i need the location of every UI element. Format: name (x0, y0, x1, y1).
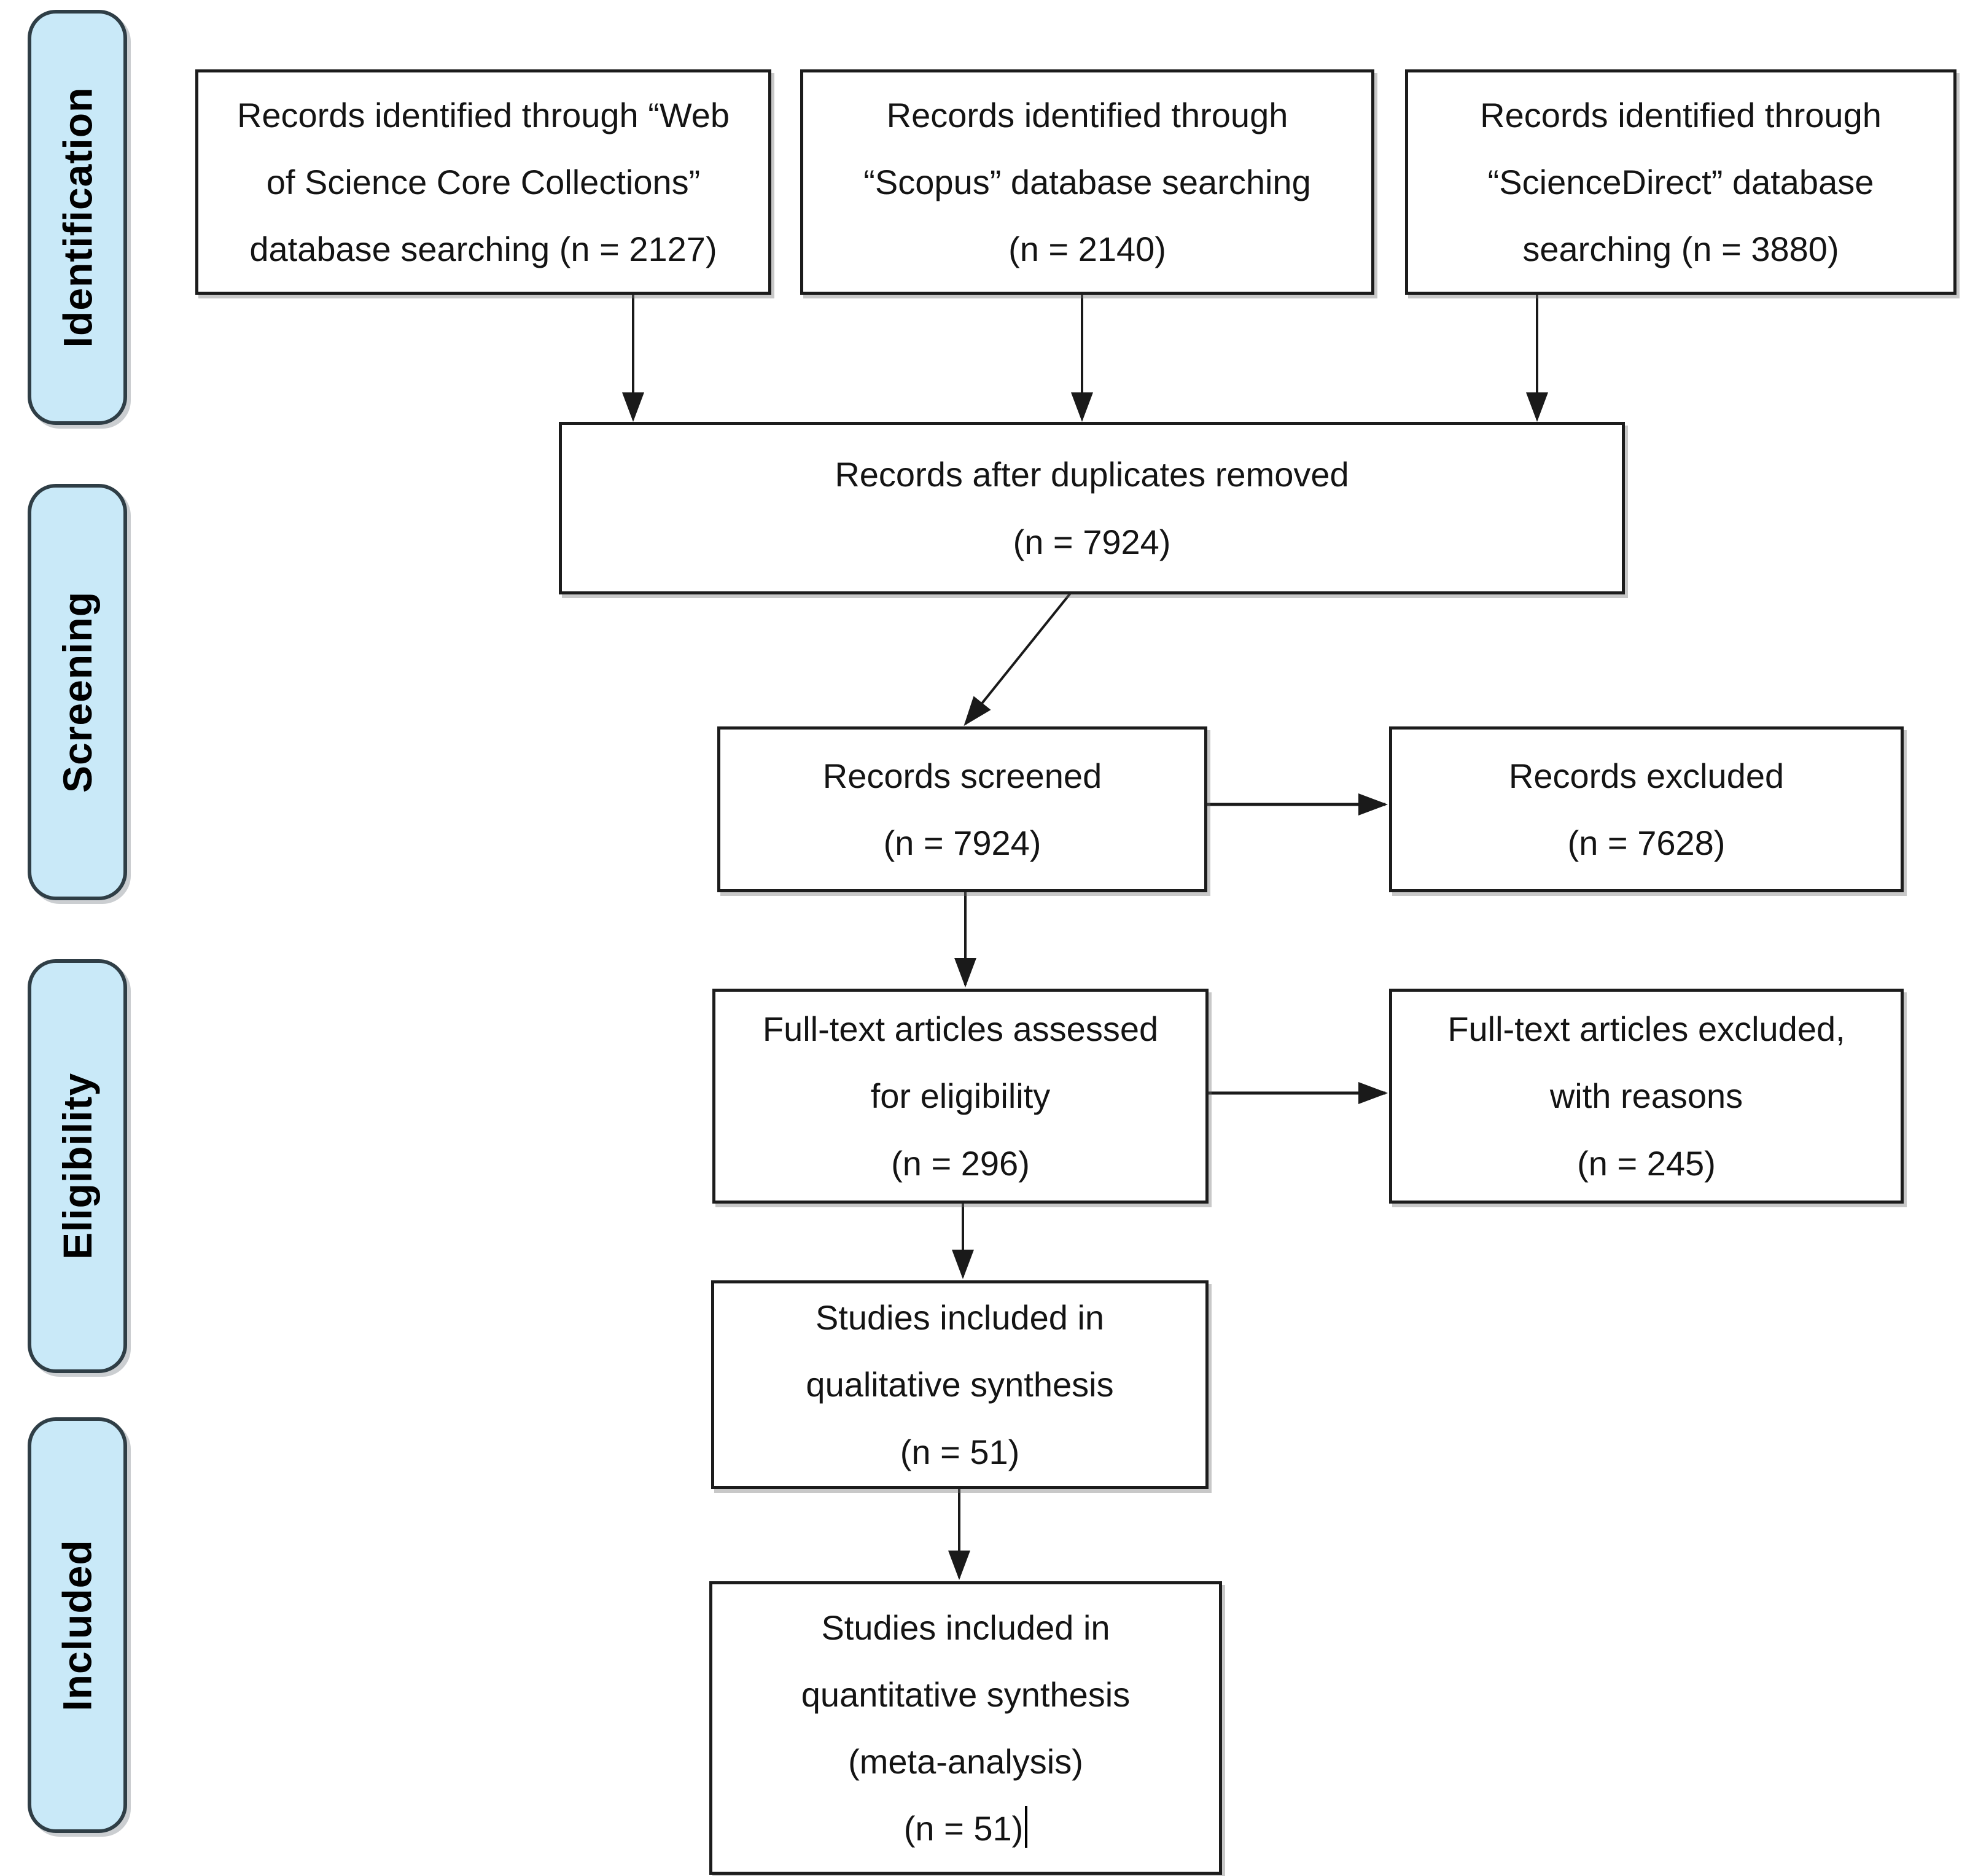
node-quantitative-synthesis: Studies included in quantitative synthes… (709, 1581, 1222, 1875)
node-text-line: “Scopus” database searching (863, 162, 1311, 201)
node-records-after-duplicates-removed: Records after duplicates removed (n = 79… (559, 422, 1625, 594)
stage-label: Included (55, 1539, 101, 1711)
node-text-line: Full-text articles assessed (762, 1010, 1159, 1049)
node-text-line: for eligibility (870, 1076, 1051, 1116)
node-count-with-cursor: (n = 51) (904, 1795, 1028, 1862)
node-text-line: Studies included in (815, 1298, 1105, 1337)
node-text-line: Records excluded (1508, 756, 1785, 795)
node-count: (n = 7924) (883, 823, 1041, 862)
node-count: (n = 296) (891, 1143, 1030, 1183)
node-qualitative-synthesis: Studies included in qualitative synthesi… (711, 1280, 1209, 1489)
node-records-excluded: Records excluded (n = 7628) (1389, 726, 1904, 892)
stage-pill-identification: Identification (28, 10, 127, 425)
node-text-line: Records identified through “Web (236, 95, 730, 134)
arrow-duplicates-to-screened (964, 588, 1075, 726)
node-records-scopus: Records identified through “Scopus” data… (800, 69, 1374, 295)
node-records-screened: Records screened (n = 7924) (717, 726, 1207, 892)
node-text-line: database searching (n = 2127) (249, 230, 717, 269)
node-count: (n = 7628) (1567, 823, 1726, 862)
text-cursor (1025, 1806, 1028, 1848)
node-text-line: quantitative synthesis (801, 1675, 1131, 1714)
node-text-line: Full-text articles excluded, (1447, 1010, 1845, 1049)
node-count: (n = 245) (1577, 1143, 1716, 1183)
stage-label: Identification (55, 87, 101, 348)
node-text-line: Records identified through (1480, 95, 1882, 134)
node-records-web-of-science: Records identified through “Web of Scien… (195, 69, 771, 295)
stage-pill-eligibility: Eligibility (28, 959, 127, 1373)
node-count: (n = 51) (903, 1809, 1024, 1848)
node-text-line: qualitative synthesis (806, 1365, 1114, 1404)
node-text-line: searching (n = 3880) (1522, 230, 1839, 269)
stage-label: Screening (55, 591, 101, 793)
node-fulltext-assessed: Full-text articles assessed for eligibil… (712, 989, 1209, 1204)
stage-pill-included: Included (28, 1417, 127, 1833)
node-text-line: Records after duplicates removed (835, 455, 1349, 494)
node-fulltext-excluded: Full-text articles excluded, with reason… (1389, 989, 1904, 1204)
stage-label: Eligibility (55, 1072, 101, 1260)
node-count: (n = 51) (900, 1432, 1020, 1471)
node-text-line: “ScienceDirect” database (1487, 162, 1874, 201)
node-text-line: (meta-analysis) (848, 1742, 1083, 1781)
node-text-line: Studies included in (821, 1608, 1110, 1647)
node-records-sciencedirect: Records identified through “ScienceDirec… (1405, 69, 1956, 295)
node-text-line: (n = 2140) (1008, 230, 1166, 269)
node-text-line: Records screened (822, 756, 1102, 795)
node-text-line: of Science Core Collections” (266, 162, 701, 201)
node-text-line: with reasons (1549, 1076, 1743, 1116)
node-text-line: Records identified through (886, 95, 1288, 134)
node-count: (n = 7924) (1013, 522, 1171, 561)
stage-pill-screening: Screening (28, 484, 127, 900)
